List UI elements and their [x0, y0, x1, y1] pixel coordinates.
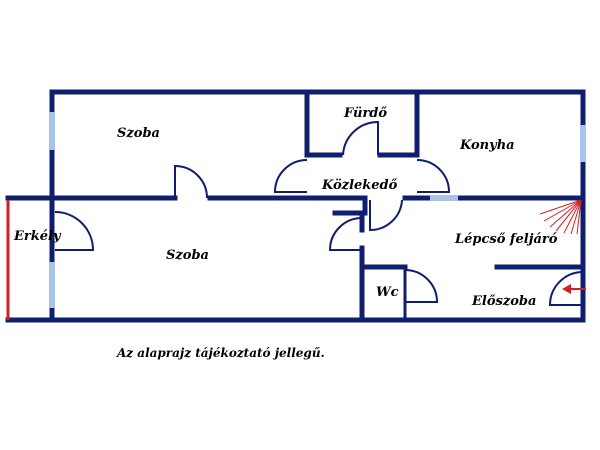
room-label-szoba-main: Szoba: [166, 248, 209, 263]
door-kozlekedo-left: [273, 159, 308, 193]
room-label-kozlekedo: Közlekedő: [321, 178, 398, 193]
room-label-lepcso: Lépcső feljáró: [454, 232, 558, 247]
doors: [54, 120, 584, 320]
door-wc: [404, 269, 439, 303]
room-label-erkely: Erkély: [13, 229, 62, 244]
room-label-eloszoba: Előszoba: [471, 294, 536, 309]
door-entrance: [548, 271, 584, 306]
door-kozlekedo-right: [416, 159, 451, 193]
room-label-konyha: Konyha: [459, 138, 515, 153]
door-szoba-top: [174, 164, 208, 199]
walls: [5, 89, 586, 323]
door-erkely: [54, 211, 95, 251]
entry-arrow-icon: [562, 284, 586, 294]
windows: [49, 112, 586, 308]
stair-hatch: [539, 199, 582, 235]
plan-caption: Az alaprajz tájékoztató jellegű.: [116, 346, 325, 360]
room-label-wc: Wc: [376, 285, 399, 300]
room-label-furdo: Fürdő: [343, 106, 387, 121]
door-furdo: [342, 120, 379, 156]
room-label-szoba-top: Szoba: [117, 126, 160, 141]
door-corridor-down: [369, 199, 403, 232]
door-szoba-main: [328, 217, 363, 251]
